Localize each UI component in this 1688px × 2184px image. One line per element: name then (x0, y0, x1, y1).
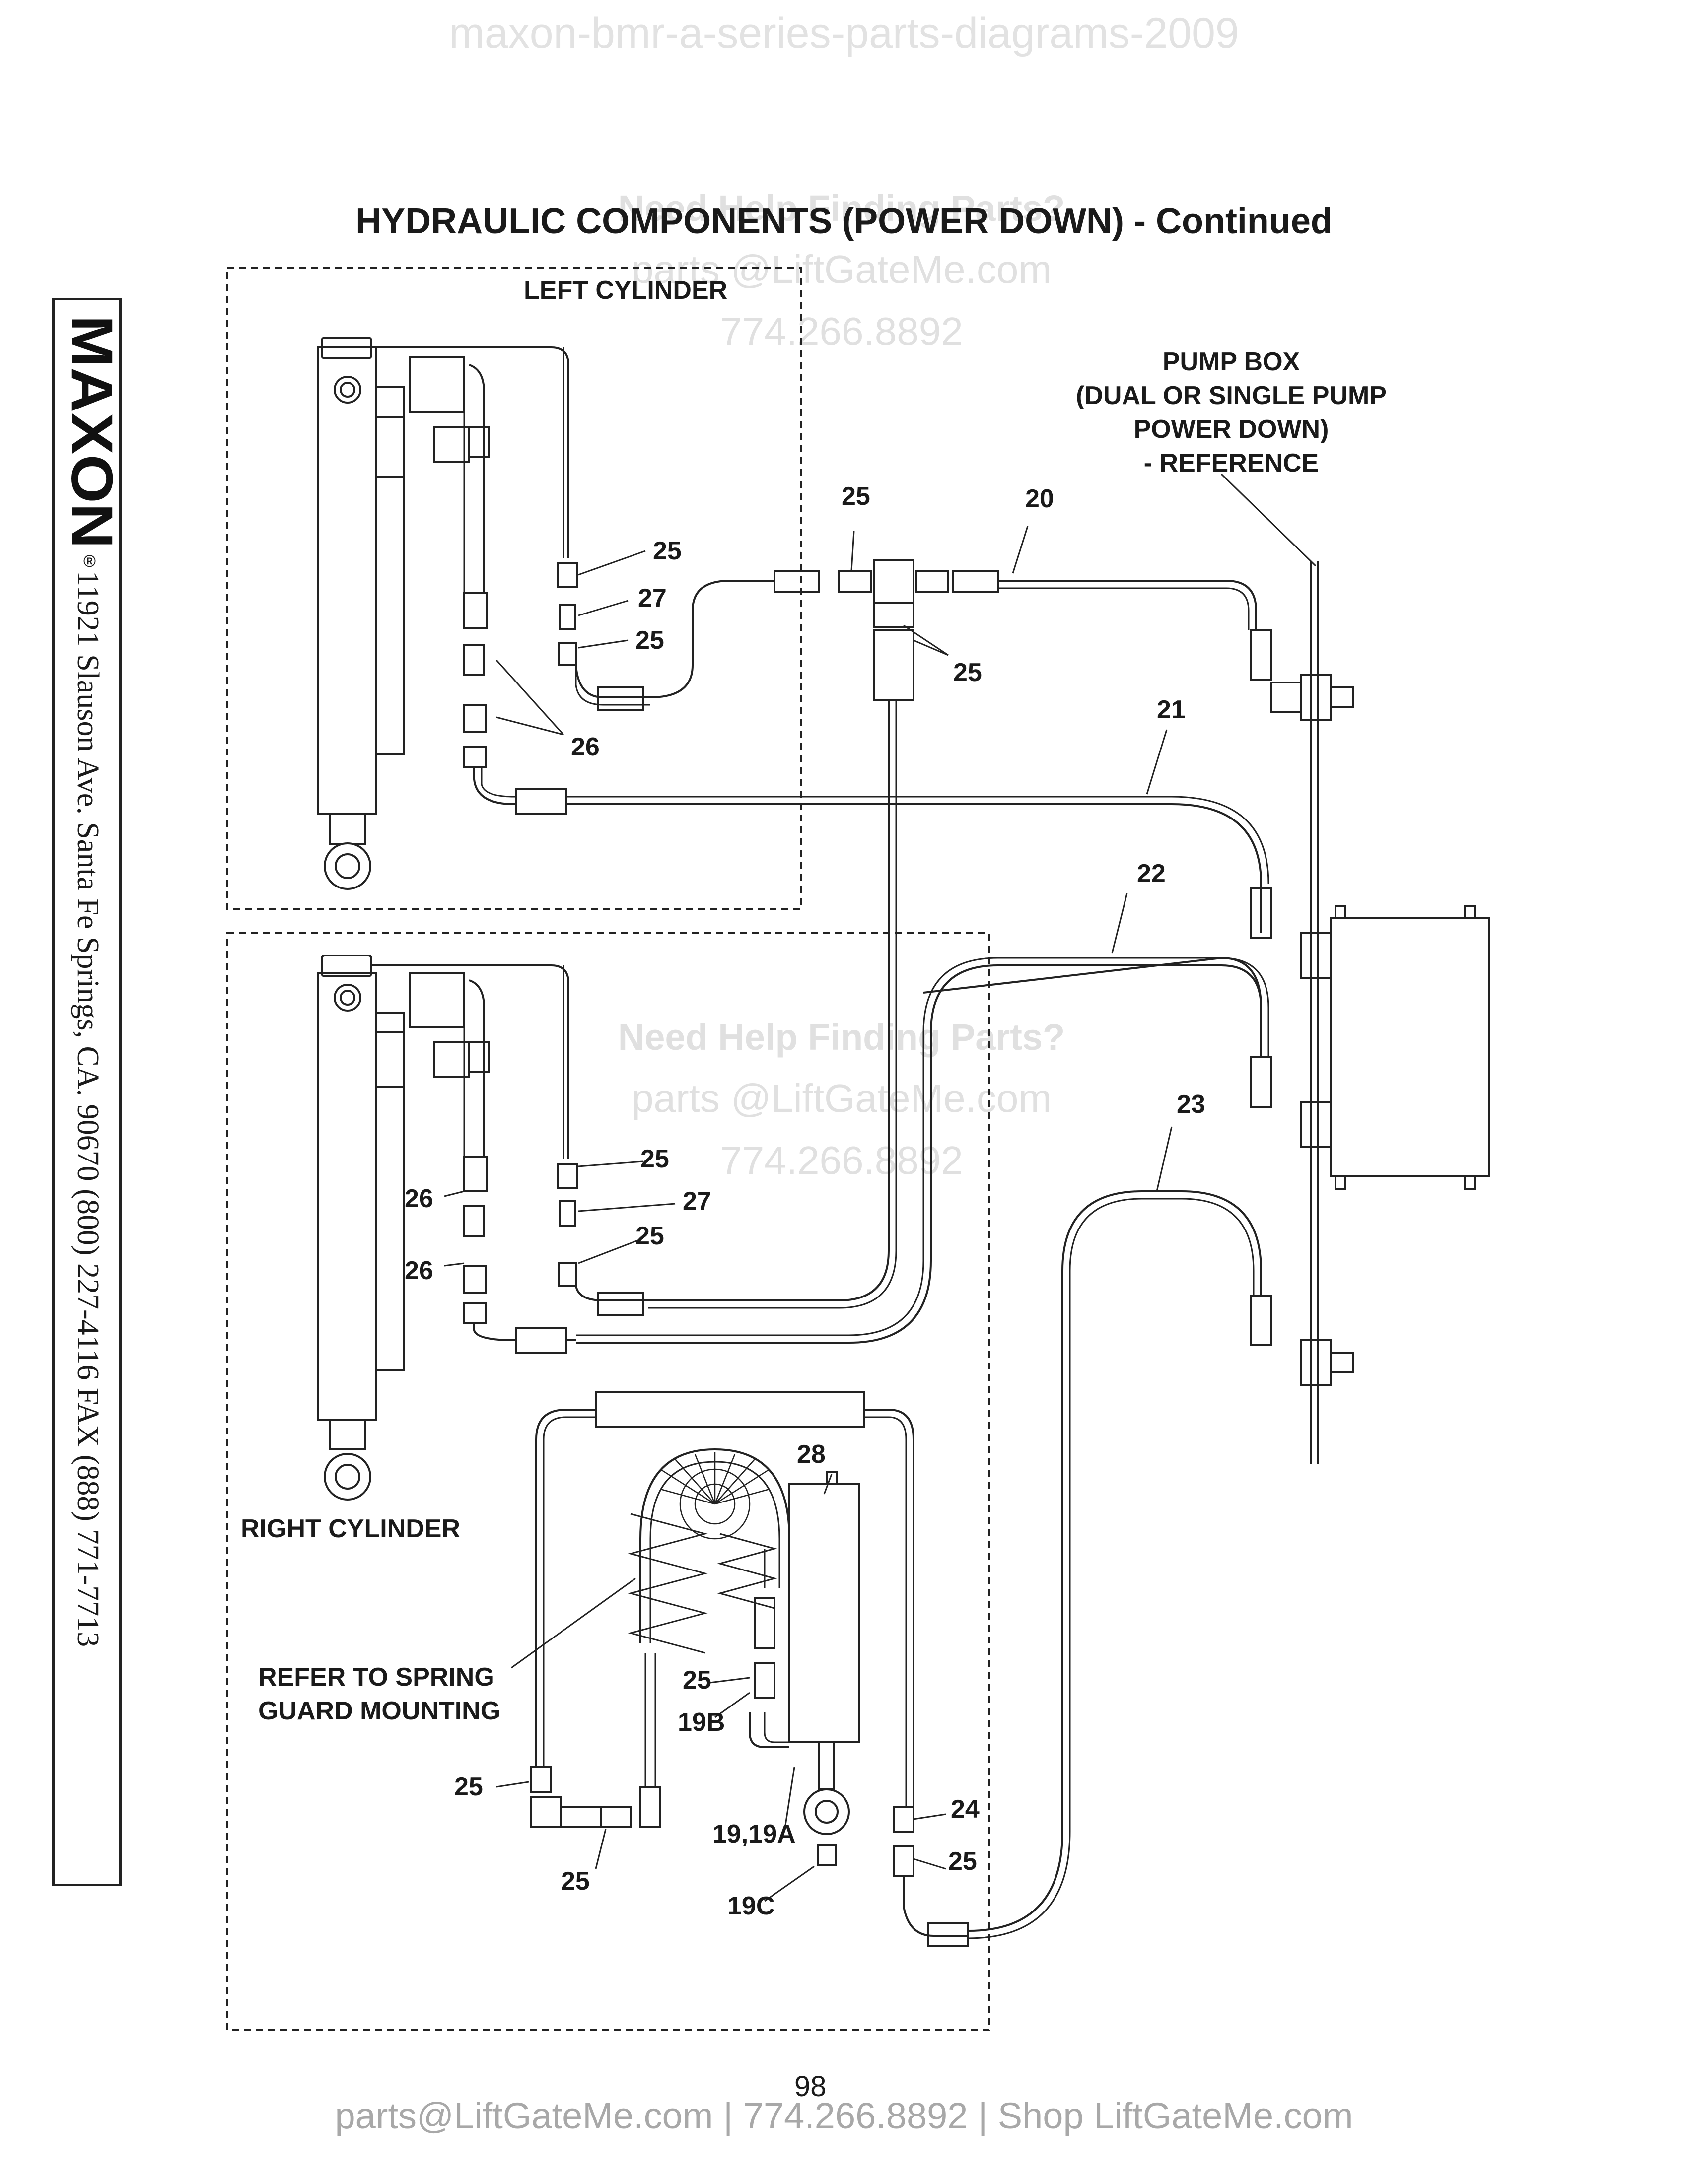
callout-26: 26 (405, 1256, 433, 1285)
spring-coil (639, 1448, 790, 1643)
right-cylinder-label: RIGHT CYLINDER (241, 1514, 460, 1543)
logo-text: MAXON (59, 315, 122, 548)
pump-box-label-line: - REFERENCE (1143, 449, 1319, 478)
spring-guard-label: REFER TO SPRING GUARD MOUNTING (258, 1660, 500, 1728)
watermark-help-text: Need Help Finding Parts? (618, 1017, 1065, 1058)
watermark-help-block-middle: Need Help Finding Parts? parts @LiftGate… (593, 1008, 1090, 1191)
watermark-email: parts @LiftGateMe.com (632, 1076, 1052, 1120)
callout-24: 24 (951, 1795, 980, 1824)
left-cylinder-group-box (226, 267, 802, 910)
right-cylinder-group-box (226, 932, 990, 2031)
pump-box (1330, 917, 1490, 1177)
callout-25: 25 (635, 1222, 664, 1250)
left-valve-line (469, 364, 485, 593)
callout-20: 20 (1025, 484, 1054, 513)
callout-25: 25 (948, 1847, 977, 1876)
left-cylinder-label: LEFT CYLINDER (524, 276, 728, 305)
callout-25: 25 (653, 537, 682, 565)
callout-28: 28 (797, 1440, 826, 1469)
callout-25: 25 (561, 1867, 590, 1896)
page-number: 98 (794, 2070, 827, 2103)
callout-25: 25 (953, 658, 982, 687)
callout-25: 25 (842, 482, 870, 511)
callout-23: 23 (1177, 1090, 1205, 1119)
watermark-phone: 774.266.8892 (720, 1138, 963, 1182)
watermark-phone: 774.266.8892 (720, 309, 963, 353)
right-valve-line (469, 979, 485, 1157)
pump-box-label-line: PUMP BOX (1162, 347, 1300, 376)
left-cylinder (317, 337, 490, 890)
watermark-help-text: Need Help Finding Parts? (618, 188, 1065, 229)
right-fittings (463, 1156, 578, 1324)
leader-lines (444, 473, 1317, 1902)
callout-25: 25 (640, 1145, 669, 1173)
spring-guard-label-line: GUARD MOUNTING (258, 1697, 501, 1725)
callout-19b: 19B (678, 1708, 725, 1737)
callout-19c: 19C (727, 1892, 775, 1920)
left-lower-hose (473, 767, 1262, 933)
left-fittings (463, 562, 578, 768)
pump-box-label: PUMP BOX (DUAL OR SINGLE PUMP POWER DOWN… (1057, 345, 1405, 480)
valve-eye (803, 1788, 850, 1835)
spring-guard-tube (595, 1391, 865, 1428)
valve-block (788, 1483, 860, 1743)
callout-27: 27 (638, 584, 667, 613)
pump-box-label-line: (DUAL OR SINGLE PUMP (1076, 381, 1387, 410)
callout-25: 25 (635, 626, 664, 655)
hose-22-body (576, 957, 1269, 1336)
hose-20 (998, 580, 1257, 630)
page-title: HYDRAULIC COMPONENTS (POWER DOWN) - Cont… (355, 202, 1333, 241)
callout-26: 26 (571, 733, 600, 761)
left-hose-to-tee (575, 580, 774, 698)
watermark-document-title: maxon-bmr-a-series-parts-diagrams-2009 (449, 9, 1239, 57)
hose-23 (968, 1190, 1262, 1932)
callout-21: 21 (1157, 695, 1186, 724)
callout-19-19a: 19,19A (712, 1820, 796, 1848)
registered-mark: ® (83, 552, 96, 571)
spring-fan (660, 1452, 770, 1540)
footer-contact: parts@LiftGateMe.com | 774.266.8892 | Sh… (335, 2095, 1353, 2136)
right-cylinder (317, 955, 490, 1501)
tee-down-line (648, 700, 890, 1301)
hose-22 (923, 956, 1262, 1057)
spring-guard-label-line: REFER TO SPRING (258, 1663, 494, 1692)
callout-26: 26 (405, 1184, 433, 1213)
tee-fitting (774, 559, 999, 701)
maxon-logo: MAXON (52, 308, 125, 556)
watermark-help-block-top: Need Help Finding Parts? parts @LiftGate… (593, 179, 1090, 362)
callout-25: 25 (683, 1666, 711, 1695)
callout-25: 25 (454, 1773, 483, 1801)
callout-22: 22 (1137, 859, 1166, 888)
watermark-email: parts @LiftGateMe.com (632, 247, 1052, 291)
pump-box-label-line: POWER DOWN) (1133, 415, 1329, 444)
sidebar-frame (52, 298, 122, 1886)
callout-27: 27 (683, 1187, 711, 1216)
